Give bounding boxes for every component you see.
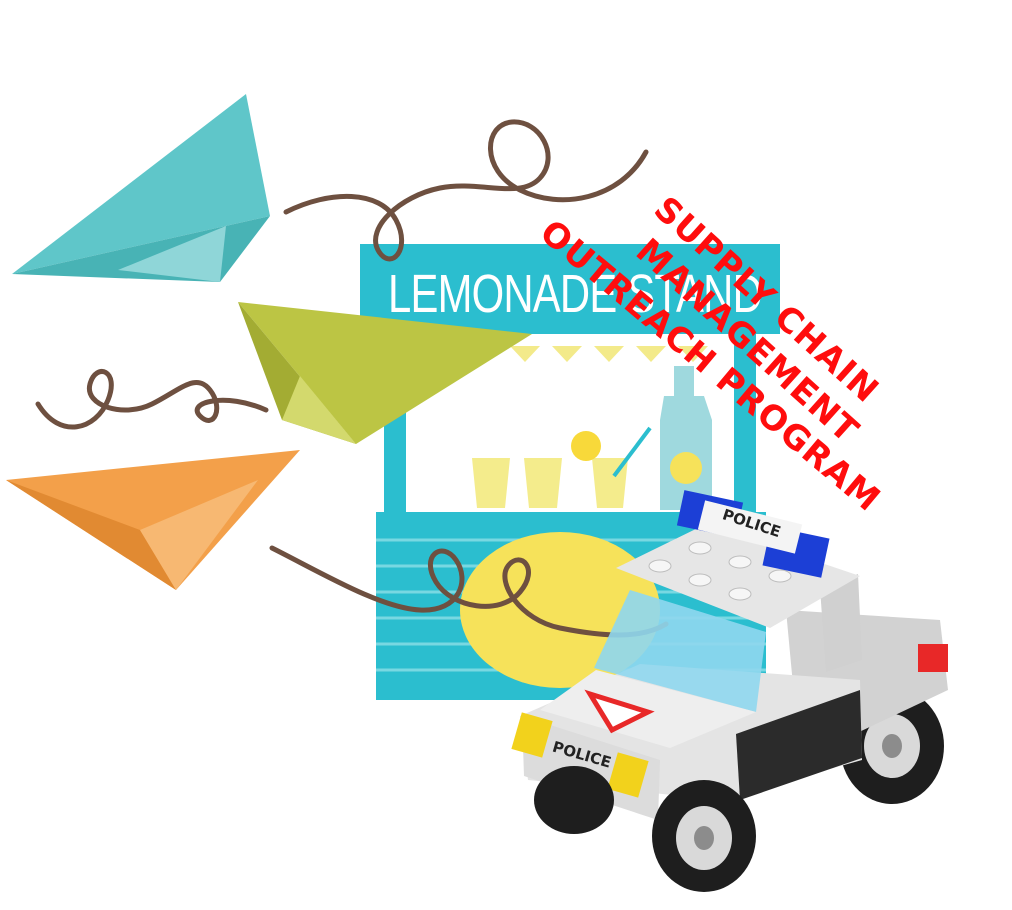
string-top [283,119,649,262]
stand-post-right [734,332,756,522]
front-wheel-right [652,780,756,892]
yield-sign-icon [584,689,655,734]
lemonade-bottle [660,366,712,510]
front-wheel-left [534,766,614,834]
string-middle [35,369,269,430]
plane-strings [35,119,669,638]
rear-wheel [840,688,944,804]
paper-plane-green [238,302,532,444]
police-truck: POLICE POLICE [511,490,948,892]
string-bottom [269,545,669,638]
lemon-slice-icon [571,431,601,461]
roof-studs [648,541,792,601]
stand-sign-text: LEMONADE STAND [388,264,762,324]
lemonade-glasses [472,426,652,508]
headlight-right [607,752,649,798]
paper-plane-teal [12,94,270,282]
tail-light [918,644,948,672]
side-panel [736,690,862,800]
windshield [594,590,766,712]
hood [540,670,756,748]
paper-plane-orange [6,450,300,590]
headlight-left [511,712,553,758]
roll-bar [820,574,862,672]
cab-roof [616,524,860,628]
stand-sign [360,244,780,334]
bunting [510,346,708,362]
